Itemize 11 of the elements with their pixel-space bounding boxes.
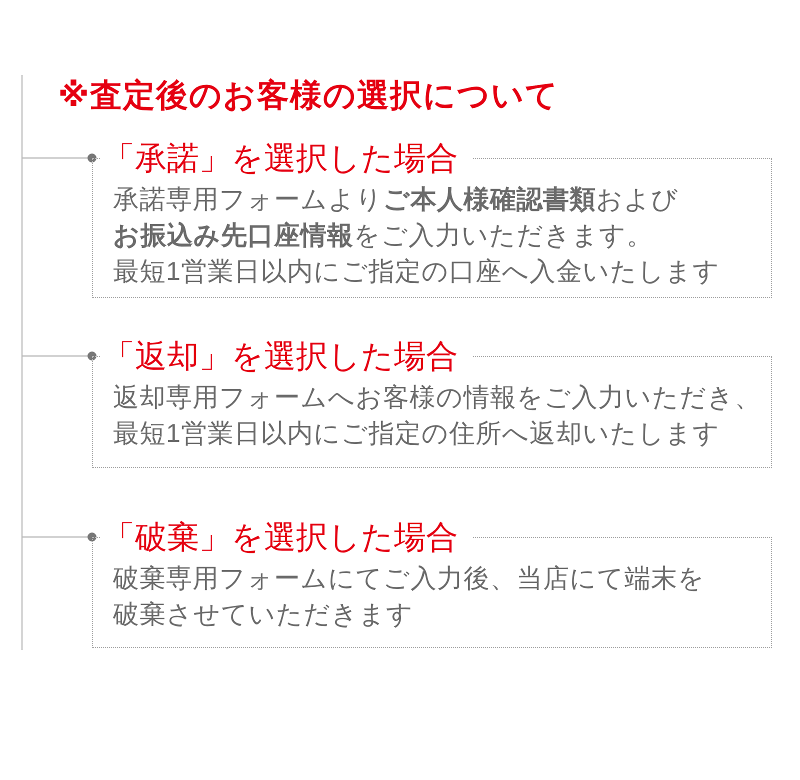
connector-line — [22, 532, 96, 542]
option-heading: 「破棄」を選択した場合 — [101, 518, 472, 556]
connector-line — [21, 75, 23, 650]
diagram-title: ※査定後のお客様の選択について — [58, 76, 560, 115]
option-description: 最短1営業日以内にご指定の口座へ入金いたします — [113, 255, 721, 288]
option-description: 返却専用フォームへお客様の情報をご入力いただき、最短1営業日以内にご指定の住所へ返却いたします — [113, 381, 762, 450]
option-description: 破棄専用フォームにてご入力後、当店にて端末を破棄させていただきます — [113, 562, 706, 631]
connector-line — [22, 154, 96, 162]
option-description: 承諾専用フォームよりご本人様確認書類およびお振込み先口座情報をご入力いただきます。 — [113, 183, 680, 252]
connector-line — [22, 352, 96, 360]
option-heading: 「返却」を選択した場合 — [101, 337, 472, 375]
